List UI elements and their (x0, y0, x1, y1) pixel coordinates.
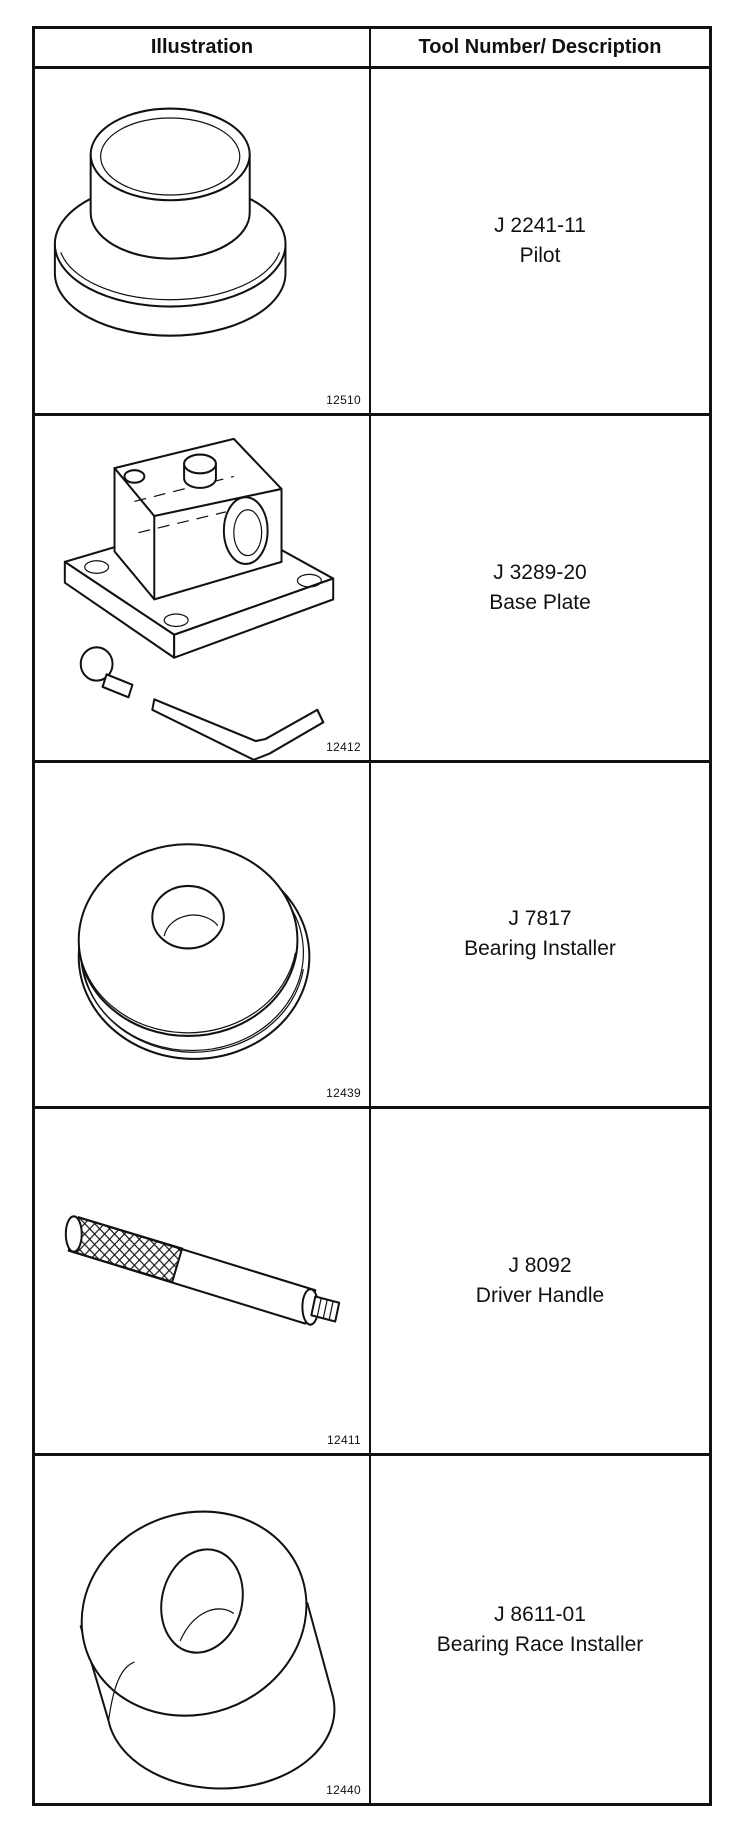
knurled-driver-handle-drawing (64, 1215, 341, 1327)
tool-number: J 2241-11 (494, 213, 586, 237)
bearing-installer-disc-drawing (77, 842, 311, 1060)
tool-number: J 8611-01 (494, 1602, 586, 1626)
tool-description: Pilot (519, 243, 561, 267)
figure-number: 12412 (326, 739, 361, 754)
illustration-cell-driver-handle: 12411 (35, 1109, 371, 1457)
stepped-disc-pilot-drawing (53, 107, 287, 337)
figure-number: 12440 (326, 1782, 361, 1797)
description-cell-driver-handle: J 8092 Driver Handle (371, 1109, 709, 1457)
base-plate-fixture-drawing (63, 437, 335, 760)
description-cell-pilot: J 2241-11 Pilot (371, 69, 709, 416)
description-cell-base-plate: J 3289-20 Base Plate (371, 416, 709, 763)
header-illustration: Illustration (35, 29, 371, 69)
figure-number: 12510 (326, 392, 361, 407)
tool-table: Illustration Tool Number/ Description 12… (32, 26, 712, 1806)
figure-number: 12411 (327, 1433, 361, 1448)
header-tool-description: Tool Number/ Description (371, 29, 709, 69)
tool-number: J 3289-20 (493, 560, 587, 584)
illustration-cell-bearing-installer: 12439 (35, 762, 371, 1110)
tool-number: J 7817 (508, 907, 572, 931)
tool-description: Bearing Race Installer (436, 1632, 644, 1656)
tool-description: Driver Handle (475, 1284, 605, 1308)
figure-number: 12439 (326, 1086, 361, 1101)
tool-number: J 8092 (508, 1254, 572, 1278)
tool-description: Bearing Installer (464, 937, 616, 961)
illustration-cell-base-plate: 12412 (35, 415, 371, 763)
tool-description: Base Plate (489, 590, 591, 614)
race-installer-ring-drawing (79, 1510, 336, 1790)
illustration-cell-pilot: 12510 (35, 69, 371, 416)
illustration-cell-bearing-race-installer: 12440 (35, 1456, 371, 1803)
description-cell-bearing-race-installer: J 8611-01 Bearing Race Installer (371, 1456, 709, 1803)
description-cell-bearing-installer: J 7817 Bearing Installer (371, 763, 709, 1110)
